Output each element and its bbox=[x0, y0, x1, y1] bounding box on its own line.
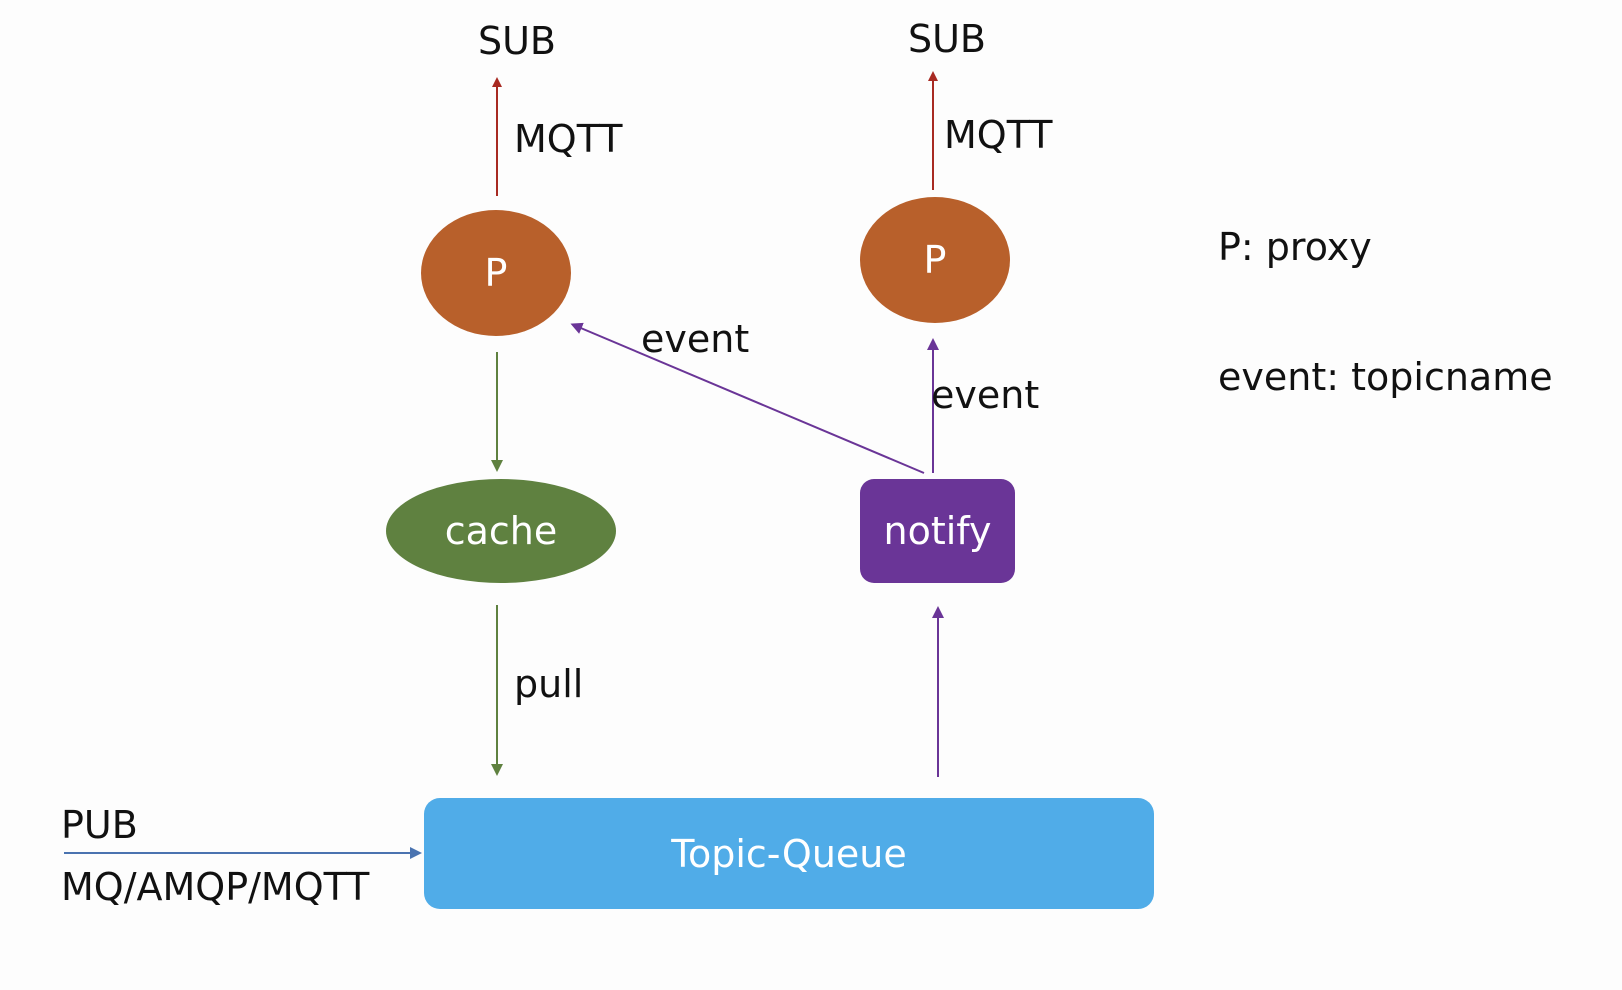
notify-node[interactable]: notify bbox=[860, 479, 1015, 583]
notify-node-label: notify bbox=[883, 509, 992, 553]
sub-label-left: SUB bbox=[478, 19, 557, 63]
proxy-node-right-label: P bbox=[923, 238, 947, 282]
topic-queue-label: Topic-Queue bbox=[671, 831, 907, 876]
cache-node-label: cache bbox=[444, 509, 558, 553]
proxy-node-right[interactable]: P bbox=[860, 197, 1010, 323]
pub-protocols-label: MQ/AMQP/MQTT bbox=[61, 865, 370, 909]
legend-proxy: P: proxy bbox=[1218, 225, 1372, 269]
mqtt-label-left: MQTT bbox=[514, 117, 623, 161]
pub-label: PUB bbox=[61, 803, 138, 847]
event-arrow-diagonal bbox=[570, 322, 925, 474]
legend-event: event: topicname bbox=[1218, 355, 1553, 399]
proxy-node-left-label: P bbox=[484, 251, 508, 295]
pull-label: pull bbox=[514, 662, 584, 706]
cache-node[interactable]: cache bbox=[386, 479, 616, 583]
sub-label-right: SUB bbox=[908, 17, 987, 61]
topic-queue-node[interactable]: Topic-Queue bbox=[424, 798, 1154, 909]
mqtt-label-right: MQTT bbox=[944, 113, 1053, 157]
event-label-vertical: event bbox=[931, 373, 1040, 417]
event-label-diagonal: event bbox=[641, 317, 750, 361]
proxy-node-left[interactable]: P bbox=[421, 210, 571, 336]
